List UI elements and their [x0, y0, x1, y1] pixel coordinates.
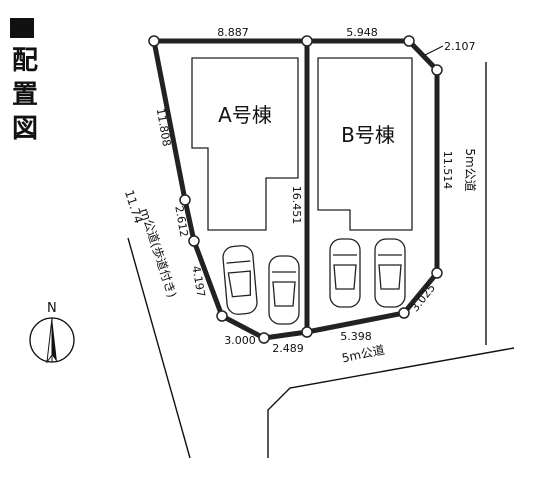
car-icon	[222, 245, 258, 315]
corner-marker	[216, 310, 228, 322]
north-label: N	[47, 301, 57, 316]
corner-marker	[403, 35, 415, 47]
building-a-label: A号棟	[218, 103, 272, 127]
corner-markers	[148, 35, 443, 344]
parking-cars	[222, 238, 406, 325]
dim-left-lower: 4.197	[189, 265, 207, 298]
corner-marker	[398, 307, 410, 319]
dim-corner-bottom-right: 3.025	[408, 281, 438, 314]
corner-marker	[188, 235, 200, 247]
corner-marker	[179, 194, 191, 206]
left-road-edge	[127, 237, 191, 459]
title-bar-mark	[10, 18, 34, 38]
dim-center-divider: 16.451	[290, 186, 303, 225]
corner-marker	[431, 64, 443, 76]
dim-bottom-right: 5.398	[340, 330, 372, 343]
building-a	[191, 57, 299, 231]
dim-corner-leader	[424, 45, 444, 56]
lot-boundary	[151, 38, 440, 341]
left-road-type: m公道(歩道付き)	[137, 206, 180, 299]
building-b-label: B号棟	[341, 123, 395, 147]
corner-marker	[301, 326, 313, 338]
corner-marker	[148, 35, 160, 47]
bottom-road-edge	[267, 347, 515, 458]
dim-bottom-mid: 2.489	[272, 342, 304, 355]
car-icon	[329, 238, 361, 308]
bottom-road-label: 5m公道	[341, 343, 386, 366]
title-char-1: 配	[11, 46, 38, 76]
car-icon	[268, 255, 300, 325]
north-arrow-icon: N	[29, 301, 75, 364]
dim-bottom-left: 3.000	[224, 334, 256, 347]
corner-marker	[301, 35, 313, 47]
car-icon	[374, 238, 406, 308]
building-b	[317, 57, 413, 231]
title-char-3: 図	[11, 114, 38, 144]
title-char-2: 置	[11, 80, 38, 110]
dim-left-mid: 2.612	[172, 205, 190, 238]
dim-top-left: 8.887	[217, 26, 249, 39]
dim-corner-top-right: 2.107	[444, 40, 476, 53]
dim-right-side: 11.514	[441, 151, 454, 190]
corner-marker	[258, 332, 270, 344]
drawing-title: 配 置 図	[10, 18, 40, 146]
right-road-label: 5m公道	[463, 148, 477, 191]
corner-marker	[431, 267, 443, 279]
dim-top-right: 5.948	[346, 26, 378, 39]
